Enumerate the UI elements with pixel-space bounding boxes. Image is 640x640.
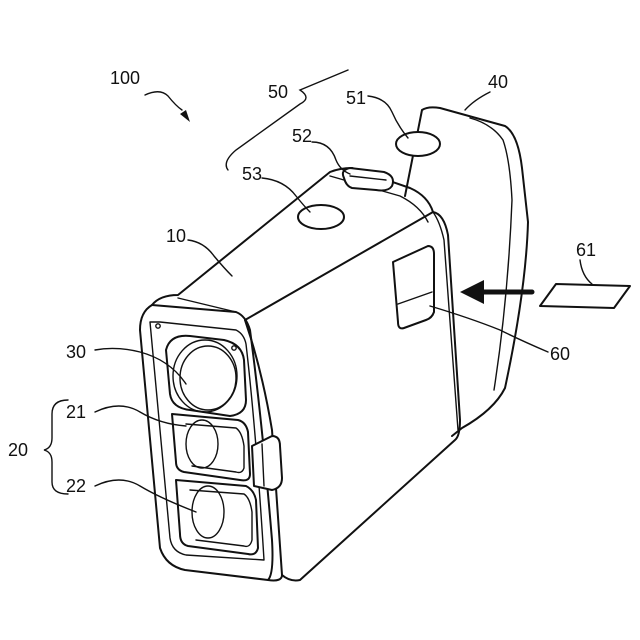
label-21: 21 (66, 402, 86, 422)
label-100: 100 (110, 68, 140, 88)
label-22: 22 (66, 476, 86, 496)
label-50: 50 (268, 82, 288, 102)
label-51: 51 (346, 88, 366, 108)
slot-60 (393, 246, 434, 328)
button-51 (396, 132, 440, 156)
label-20: 20 (8, 440, 28, 460)
button-53 (298, 205, 344, 229)
reference-labels: 100 50 51 52 53 40 10 61 30 21 20 22 60 (8, 68, 596, 496)
label-53: 53 (242, 164, 262, 184)
housing-top (152, 168, 433, 320)
lens-30 (166, 336, 246, 416)
label-30: 30 (66, 342, 86, 362)
side-clip (252, 436, 282, 490)
label-40: 40 (488, 72, 508, 92)
button-52 (343, 168, 393, 191)
label-60: 60 (550, 344, 570, 364)
label-10: 10 (166, 226, 186, 246)
card-61 (540, 284, 630, 308)
lens-22 (176, 480, 258, 554)
lens-21 (172, 414, 250, 480)
label-61: 61 (576, 240, 596, 260)
label-52: 52 (292, 126, 312, 146)
